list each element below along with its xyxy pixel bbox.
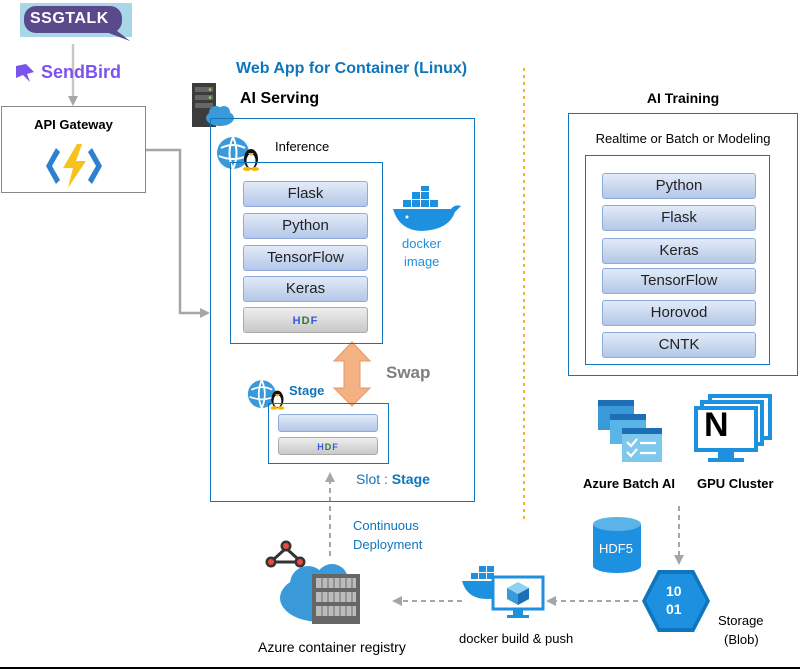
training-stack-horovod: Horovod	[602, 300, 756, 326]
sendbird-icon	[16, 64, 34, 82]
stage-box	[268, 403, 389, 464]
training-stack-cntk: CNTK	[602, 332, 756, 358]
web-app-title: Web App for Container (Linux)	[236, 60, 468, 77]
sendbird-logo: SendBird	[14, 61, 134, 87]
storage-binary-2: 01	[666, 601, 682, 617]
stage-label: Stage	[289, 383, 325, 398]
training-stack-tensorflow: TensorFlow	[602, 268, 756, 294]
ai-serving-title: AI Serving	[240, 90, 320, 107]
training-stack-flask: Flask	[602, 205, 756, 231]
hdf-logo: HDF	[292, 315, 319, 327]
training-stack-box	[585, 155, 770, 365]
stage-hdf-pill: HDF	[278, 437, 378, 455]
slot-prefix: Slot :	[356, 471, 392, 487]
continuous-deployment-label-1: Continuous	[353, 518, 419, 533]
inference-stack-tensorflow: TensorFlow	[243, 245, 368, 271]
docker-whale-icon	[393, 186, 461, 231]
storage-binary-1: 10	[666, 583, 682, 599]
api-management-icon	[46, 144, 102, 188]
azure-batch-ai-label: Azure Batch AI	[583, 476, 675, 491]
gpu-cluster-label: GPU Cluster	[697, 476, 774, 491]
arrow-gateway-to-inference	[145, 148, 210, 318]
stage-hdf-logo: HDF	[317, 442, 339, 452]
inference-label: Inference	[275, 139, 330, 154]
ssgtalk-text: SSGTALK	[30, 10, 109, 27]
azure-batch-ai-icon	[598, 400, 662, 462]
docker-image-label-2: image	[404, 254, 440, 269]
ai-training-box	[568, 113, 798, 376]
inference-box	[230, 162, 383, 344]
ai-training-title: AI Training	[646, 90, 720, 106]
inference-stack-python: Python	[243, 213, 368, 239]
inference-stack-keras: Keras	[243, 276, 368, 302]
training-subtitle: Realtime or Batch or Modeling	[595, 131, 771, 146]
training-stack-python: Python	[602, 173, 756, 199]
server-cloud-icon	[192, 83, 234, 127]
swap-arrow	[332, 341, 372, 407]
sendbird-text: SendBird	[41, 62, 122, 82]
api-gateway-title: API Gateway	[34, 117, 113, 132]
ssgtalk-logo: SSGTALK	[20, 3, 132, 41]
api-gateway-box: API Gateway	[1, 106, 146, 193]
stage-blank-pill	[278, 414, 378, 432]
storage-label-2: (Blob)	[724, 632, 759, 647]
ai-serving-box	[210, 118, 475, 502]
storage-blob-icon	[642, 570, 710, 632]
docker-build-push-icon	[462, 566, 545, 618]
container-registry-label: Azure container registry	[258, 639, 406, 655]
gpu-cluster-icon	[694, 394, 772, 462]
slot-stage-label: Slot : Stage	[356, 471, 430, 487]
training-stack-keras: Keras	[602, 238, 756, 264]
continuous-deployment-label-2: Deployment	[353, 537, 423, 552]
hdf5-database-icon	[593, 517, 641, 573]
inference-stack-flask: Flask	[243, 181, 368, 207]
slot-name: Stage	[391, 471, 430, 487]
container-registry-icon	[265, 540, 360, 624]
storage-label-1: Storage	[718, 613, 764, 628]
inference-hdf-pill: HDF	[243, 307, 368, 333]
docker-build-label: docker build & push	[459, 631, 574, 646]
swap-label: Swap	[386, 363, 431, 382]
gpu-n-letter: N	[704, 406, 729, 444]
docker-image-label-1: docker	[402, 236, 442, 251]
linux-app-service-icon	[217, 136, 259, 171]
hdf5-label: HDF5	[599, 541, 633, 556]
